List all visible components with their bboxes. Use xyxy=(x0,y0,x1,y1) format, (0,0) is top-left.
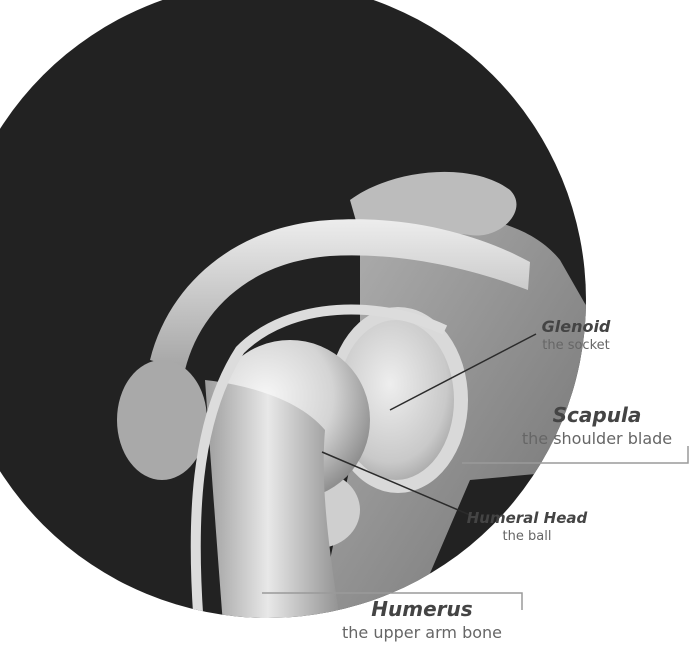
scapula-title: Scapula xyxy=(508,404,686,426)
scapula-label: Scapula the shoulder blade xyxy=(508,404,686,448)
glenoid-label: Glenoid the socket xyxy=(526,318,626,353)
glenoid-title: Glenoid xyxy=(526,318,626,336)
scapula-subtitle: the shoulder blade xyxy=(508,430,686,448)
humeral-head-title: Humeral Head xyxy=(462,510,592,527)
humerus-label: Humerus the upper arm bone xyxy=(322,598,522,642)
greater-tuberosity-shape xyxy=(117,360,207,480)
humeral-head-subtitle: the ball xyxy=(462,530,592,544)
humeral-head-label: Humeral Head the ball xyxy=(462,510,592,544)
humerus-subtitle: the upper arm bone xyxy=(322,624,522,642)
glenoid-subtitle: the socket xyxy=(526,339,626,353)
humerus-title: Humerus xyxy=(322,598,522,620)
